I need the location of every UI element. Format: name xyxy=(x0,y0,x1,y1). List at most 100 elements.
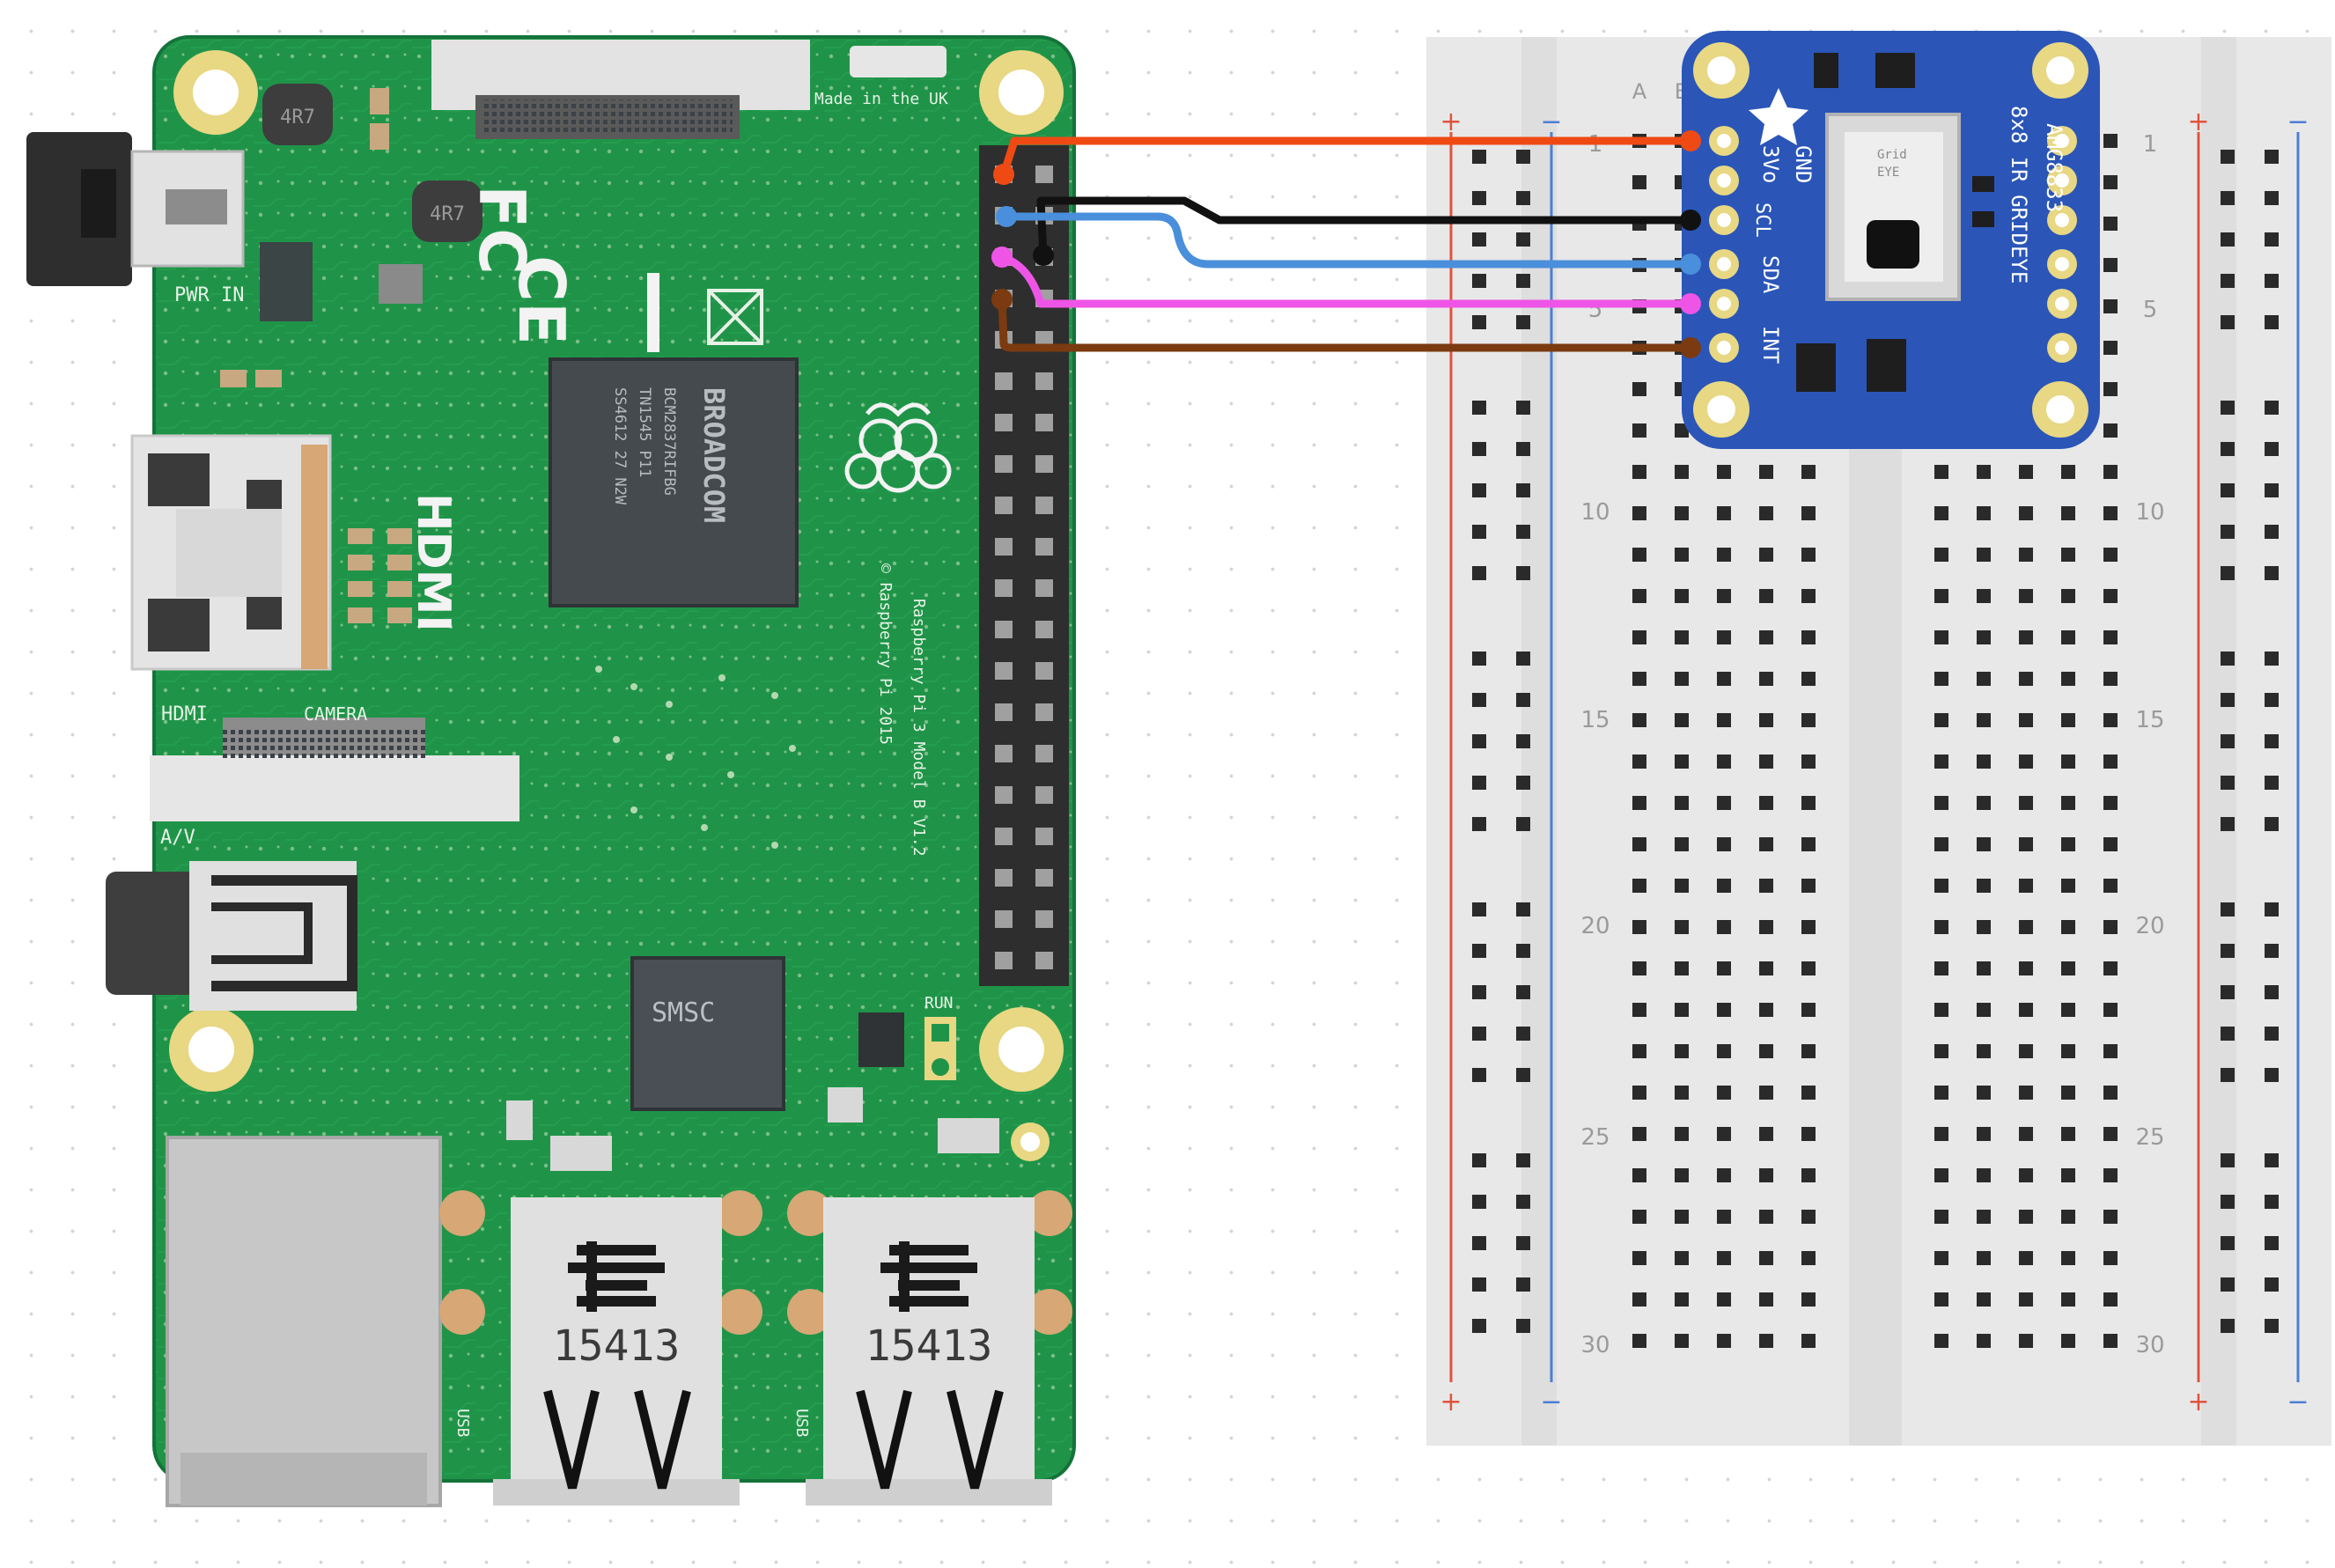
breadboard-hole[interactable] xyxy=(1675,1251,1689,1265)
breadboard-hole[interactable] xyxy=(2103,506,2118,520)
breadboard-hole[interactable] xyxy=(1801,672,1816,686)
rail-hole[interactable] xyxy=(1472,651,1486,666)
breadboard-hole[interactable] xyxy=(1632,837,1646,851)
breadboard-hole[interactable] xyxy=(1934,672,1948,686)
breadboard-hole[interactable] xyxy=(1675,879,1689,893)
breadboard-hole[interactable] xyxy=(1632,755,1646,769)
breadboard-hole[interactable] xyxy=(2019,1003,2033,1017)
breadboard-hole[interactable] xyxy=(1801,1251,1816,1265)
rail-hole[interactable] xyxy=(1516,483,1530,497)
rail-hole[interactable] xyxy=(1472,525,1486,539)
gpio-pin[interactable] xyxy=(995,869,1013,887)
breadboard-hole[interactable] xyxy=(1675,837,1689,851)
breadboard-hole[interactable] xyxy=(1759,713,1773,727)
breadboard-hole[interactable] xyxy=(2019,1334,2033,1348)
rail-hole[interactable] xyxy=(1472,401,1486,415)
rail-hole[interactable] xyxy=(2265,902,2279,917)
breadboard-hole[interactable] xyxy=(1977,755,1991,769)
breadboard-hole[interactable] xyxy=(1675,1127,1689,1141)
rail-hole[interactable] xyxy=(1516,776,1530,790)
breadboard-hole[interactable] xyxy=(2103,796,2118,810)
breadboard-hole[interactable] xyxy=(2019,961,2033,975)
breadboard-hole[interactable] xyxy=(1801,1210,1816,1224)
breadboard-hole[interactable] xyxy=(1717,1210,1731,1224)
breadboard-hole[interactable] xyxy=(1675,589,1689,603)
breadboard-hole[interactable] xyxy=(1934,1044,1948,1058)
breadboard-hole[interactable] xyxy=(2061,796,2075,810)
breadboard-hole[interactable] xyxy=(1675,548,1689,562)
rail-hole[interactable] xyxy=(1472,315,1486,329)
breadboard-hole[interactable] xyxy=(2103,423,2118,438)
rail-hole[interactable] xyxy=(2221,1277,2235,1292)
breadboard-hole[interactable] xyxy=(1717,837,1731,851)
breadboard-hole[interactable] xyxy=(2061,755,2075,769)
rail-hole[interactable] xyxy=(1472,442,1486,456)
breadboard-hole[interactable] xyxy=(2103,879,2118,893)
breadboard-hole[interactable] xyxy=(1934,1334,1948,1348)
rail-hole[interactable] xyxy=(1472,817,1486,831)
breadboard-hole[interactable] xyxy=(1717,506,1731,520)
breadboard-hole[interactable] xyxy=(2103,1292,2118,1307)
rail-hole[interactable] xyxy=(2265,315,2279,329)
breadboard-hole[interactable] xyxy=(1632,961,1646,975)
black-wire-end[interactable] xyxy=(1680,210,1701,231)
breadboard-hole[interactable] xyxy=(1977,796,1991,810)
blue-wire-end[interactable] xyxy=(1680,254,1701,275)
breadboard-hole[interactable] xyxy=(2061,1003,2075,1017)
rail-hole[interactable] xyxy=(2265,817,2279,831)
breadboard-hole[interactable] xyxy=(1675,1292,1689,1307)
breadboard-hole[interactable] xyxy=(1977,1127,1991,1141)
rail-hole[interactable] xyxy=(2265,1068,2279,1082)
rail-hole[interactable] xyxy=(1472,483,1486,497)
breadboard-hole[interactable] xyxy=(1717,1168,1731,1182)
breadboard-hole[interactable] xyxy=(1934,1168,1948,1182)
rail-hole[interactable] xyxy=(1472,693,1486,707)
red-wire-end[interactable] xyxy=(1680,130,1701,151)
gpio-pin[interactable] xyxy=(1035,786,1053,804)
breadboard-hole[interactable] xyxy=(1801,465,1816,479)
breadboard-hole[interactable] xyxy=(1717,755,1731,769)
rail-hole[interactable] xyxy=(2265,985,2279,999)
breadboard-hole[interactable] xyxy=(2103,465,2118,479)
breadboard-hole[interactable] xyxy=(1717,796,1731,810)
breadboard-hole[interactable] xyxy=(1977,1334,1991,1348)
breadboard-hole[interactable] xyxy=(2019,630,2033,644)
breadboard-hole[interactable] xyxy=(1632,548,1646,562)
gpio-pin[interactable] xyxy=(1035,497,1053,514)
breadboard-hole[interactable] xyxy=(1717,1086,1731,1100)
breadboard-hole[interactable] xyxy=(2103,217,2118,231)
rail-hole[interactable] xyxy=(1472,232,1486,247)
breadboard-hole[interactable] xyxy=(1934,879,1948,893)
black-wire-end[interactable] xyxy=(1033,245,1054,266)
breadboard-hole[interactable] xyxy=(1977,961,1991,975)
rail-hole[interactable] xyxy=(2221,1195,2235,1209)
breadboard-hole[interactable] xyxy=(1759,1003,1773,1017)
breadboard-hole[interactable] xyxy=(1934,1210,1948,1224)
breadboard-hole[interactable] xyxy=(2061,1210,2075,1224)
gpio-pin[interactable] xyxy=(995,662,1013,680)
rail-hole[interactable] xyxy=(1516,232,1530,247)
breadboard-hole[interactable] xyxy=(1801,920,1816,934)
breadboard-hole[interactable] xyxy=(2061,1086,2075,1100)
breadboard-hole[interactable] xyxy=(1934,548,1948,562)
breadboard-hole[interactable] xyxy=(1675,1168,1689,1182)
breadboard-hole[interactable] xyxy=(2061,672,2075,686)
rail-hole[interactable] xyxy=(2265,525,2279,539)
breadboard-hole[interactable] xyxy=(1801,837,1816,851)
breadboard-hole[interactable] xyxy=(1759,1334,1773,1348)
breadboard-hole[interactable] xyxy=(1801,1168,1816,1182)
gpio-pin[interactable] xyxy=(1035,414,1053,431)
breadboard-hole[interactable] xyxy=(2019,589,2033,603)
rail-hole[interactable] xyxy=(2221,1319,2235,1333)
rail-hole[interactable] xyxy=(2265,1027,2279,1041)
breadboard-hole[interactable] xyxy=(1934,796,1948,810)
rail-hole[interactable] xyxy=(1516,1068,1530,1082)
gpio-pin[interactable] xyxy=(995,952,1013,969)
rail-hole[interactable] xyxy=(1472,985,1486,999)
breadboard-hole[interactable] xyxy=(1717,1127,1731,1141)
breadboard-hole[interactable] xyxy=(1675,506,1689,520)
breadboard-hole[interactable] xyxy=(1759,961,1773,975)
gpio-pin[interactable] xyxy=(1035,869,1053,887)
rail-hole[interactable] xyxy=(2221,483,2235,497)
breadboard-hole[interactable] xyxy=(1717,1251,1731,1265)
